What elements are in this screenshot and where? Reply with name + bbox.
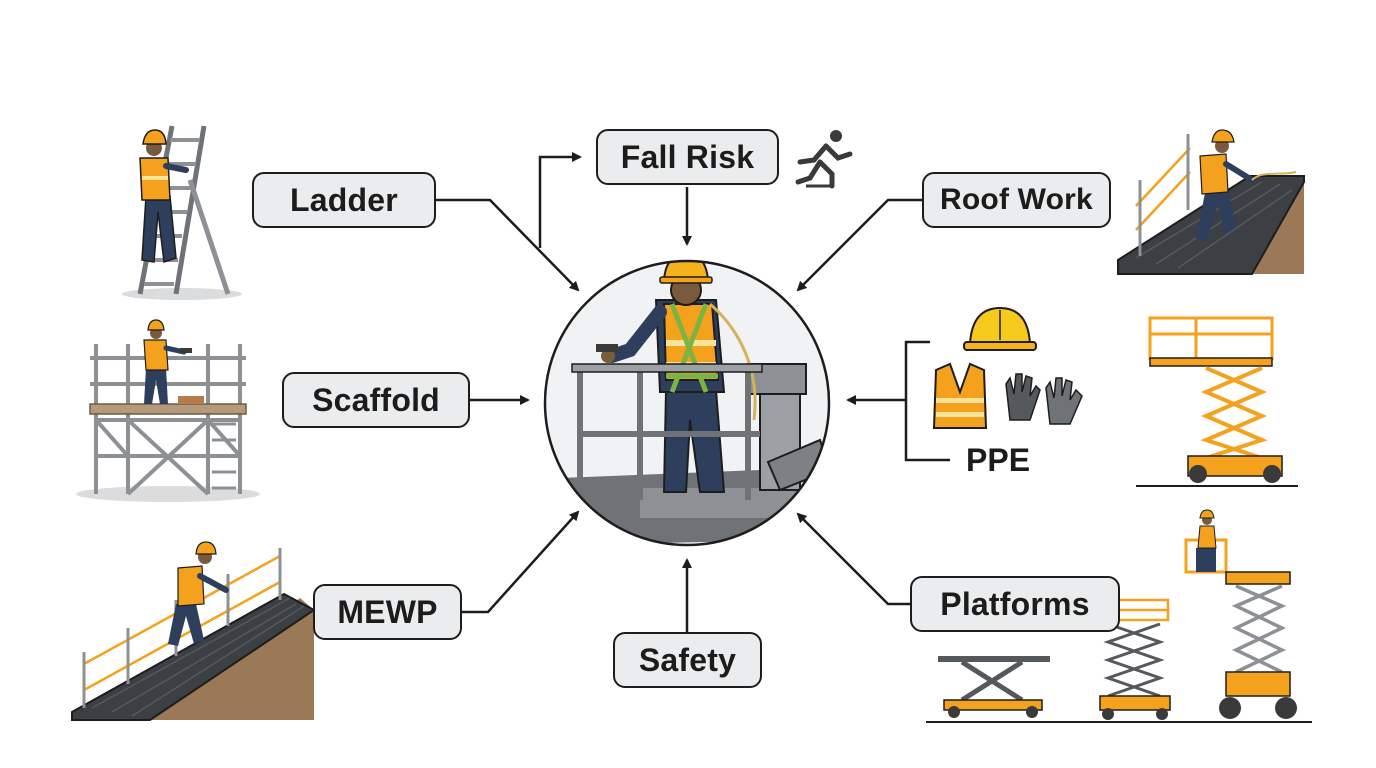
scaffold-worker-icon (76, 319, 260, 502)
arrow-ladder (436, 198, 580, 292)
platform-lifts-icon (926, 509, 1312, 723)
arrow-to-fall-risk (538, 152, 582, 248)
scaffold-label: Scaffold (282, 372, 470, 428)
arrow-platforms (796, 512, 910, 606)
roof-edge-worker-icon (71, 541, 316, 721)
roof-worker-icon (1117, 129, 1305, 275)
platforms-label: Platforms (910, 576, 1120, 632)
ppe-label: PPE (966, 442, 1031, 478)
arrow-mewp (462, 510, 580, 614)
ppe-bracket (904, 340, 950, 462)
hard-hat-icon (963, 306, 1037, 351)
fall-risk-label: Fall Risk (596, 129, 779, 185)
running-person-icon (795, 130, 853, 189)
gloves-icon (1005, 373, 1083, 425)
center-mewp-worker-icon (543, 259, 831, 547)
scissor-lift-icon (1136, 316, 1298, 487)
hi-vis-vest-icon (932, 362, 988, 429)
ladder-label: Ladder (252, 172, 436, 228)
connector-arrows (436, 152, 922, 632)
ladder-worker-icon (122, 125, 242, 300)
safety-label: Safety (613, 632, 762, 688)
roof-work-label: Roof Work (922, 172, 1111, 228)
arrow-roof-work (796, 198, 922, 292)
mewp-label: MEWP (313, 584, 462, 640)
